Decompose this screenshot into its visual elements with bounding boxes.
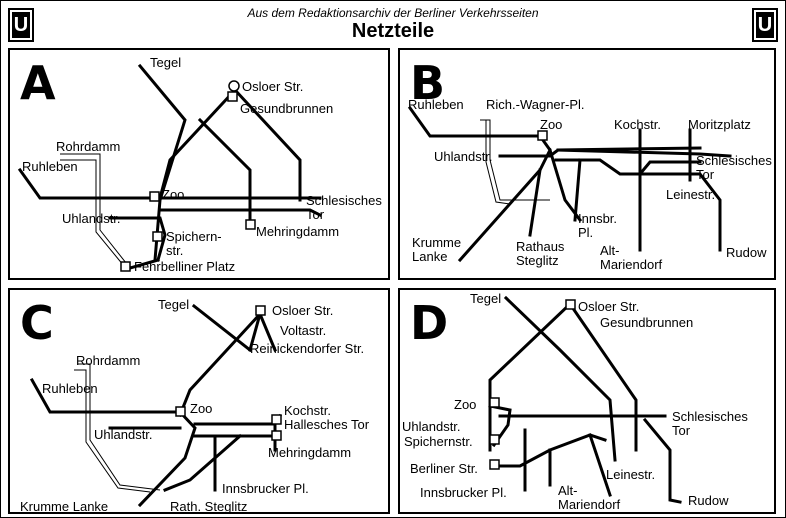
- station-innsbr: Innsbr. Pl.: [578, 211, 618, 240]
- panel-c-network: [29, 303, 283, 508]
- station-innsbrucker: Innsbrucker Pl.: [420, 485, 507, 500]
- station-leinestr: Leinestr.: [606, 467, 656, 482]
- panel-b-network: [407, 105, 732, 263]
- station-zoo: Zoo: [540, 117, 563, 132]
- station-richwagner: Rich.-Wagner-Pl.: [486, 97, 585, 112]
- station-mehringdamm: Mehringdamm: [268, 445, 352, 460]
- station-uhlandstr: Uhlandstr.: [62, 211, 121, 226]
- panel-d: D Tegel Osloer Str. Gesundbrunnen Zoo Uh…: [398, 288, 776, 514]
- station-tegel: Tegel: [158, 297, 190, 312]
- station-krummelanke: Krumme Lanke: [20, 499, 109, 514]
- station-rudow: Rudow: [726, 245, 767, 260]
- station-ruhleben: Ruhleben: [22, 159, 78, 174]
- station-tegel: Tegel: [470, 291, 502, 306]
- station-moritzplatz: Moritzplatz: [688, 117, 751, 132]
- station-ruhleben: Ruhleben: [42, 381, 98, 396]
- station-mehringdamm: Mehringdamm: [256, 224, 340, 239]
- station-osloer: Osloer Str.: [272, 303, 334, 318]
- station-osloer: Osloer Str.: [242, 79, 304, 94]
- station-zoo: Zoo: [162, 187, 185, 202]
- station-krummelanke: Krumme Lanke: [412, 235, 462, 264]
- station-altmariendorf: Alt- Mariendorf: [558, 483, 621, 512]
- station-rathsteglitz: Rath. Steglitz: [170, 499, 248, 514]
- panel-c: C Tegel Osloer Str. Voltastr. Reinickend…: [8, 288, 390, 514]
- station-innsbrucker: Innsbrucker Pl.: [222, 481, 309, 496]
- station-tegel: Tegel: [150, 55, 182, 70]
- u-bahn-logo-left: U: [8, 8, 34, 42]
- panel-label: B: [410, 56, 446, 110]
- station-leinestr: Leinestr.: [666, 187, 716, 202]
- station-osloer: Osloer Str.: [578, 299, 640, 314]
- panel-a-network: [17, 63, 323, 272]
- panel-d-network: [488, 295, 682, 504]
- station-spichernstr: Spichern- str.: [166, 229, 222, 258]
- station-uhlandstr: Uhlandstr.: [434, 149, 493, 164]
- station-schlesisches: Schlesisches Tor: [696, 153, 772, 182]
- station-voltastr: Voltastr.: [280, 323, 327, 338]
- station-zoo: Zoo: [454, 397, 477, 412]
- station-kochstr: Kochstr.: [614, 117, 661, 132]
- station-altmariendorf: Alt- Mariendorf: [600, 243, 663, 272]
- u-bahn-logo-letter: U: [756, 12, 774, 38]
- page-title: Netzteile: [351, 20, 435, 42]
- panel-label: C: [20, 296, 54, 350]
- station-uhlandstr: Uhlandstr.: [402, 419, 461, 434]
- station-rohrdamm: Rohrdamm: [76, 353, 141, 368]
- panel-a: A Tegel Osloer Str. Gesundbrunnen Rohrda…: [8, 48, 390, 280]
- station-fehrbelliner: Fehrbelliner Platz: [134, 259, 236, 274]
- panel-label: A: [20, 56, 56, 110]
- station-gesundbrunnen: Gesundbrunnen: [600, 315, 694, 330]
- station-kochstr: Kochstr.: [284, 403, 331, 418]
- station-hallesches: Hallesches Tor: [284, 417, 370, 432]
- u-bahn-logo-letter: U: [12, 12, 30, 38]
- header-subtitle: Aus dem Redaktionsarchiv der Berliner Ve…: [247, 6, 539, 20]
- station-ruhleben: Ruhleben: [408, 97, 464, 112]
- station-rudow: Rudow: [688, 493, 729, 508]
- station-spichernstr: Spichernstr.: [404, 434, 473, 449]
- station-berlinerstr: Berliner Str.: [410, 461, 478, 476]
- panel-b: B Ruhleben Rich.-Wagner-Pl. Zoo Kochstr.…: [398, 48, 776, 280]
- station-gesundbrunnen: Gesundbrunnen: [240, 101, 334, 116]
- station-rohrdamm: Rohrdamm: [56, 139, 121, 154]
- station-schlesisches: Schlesisches Tor: [306, 193, 382, 222]
- station-zoo: Zoo: [190, 401, 213, 416]
- station-schlesisches: Schlesisches Tor: [672, 409, 748, 438]
- station-reinickendorfer: Reinickendorfer Str.: [250, 341, 365, 356]
- station-uhlandstr: Uhlandstr.: [94, 427, 153, 442]
- panel-label: D: [410, 296, 449, 350]
- u-bahn-logo-right: U: [752, 8, 778, 42]
- station-rathaus: Rathaus Steglitz: [516, 239, 565, 268]
